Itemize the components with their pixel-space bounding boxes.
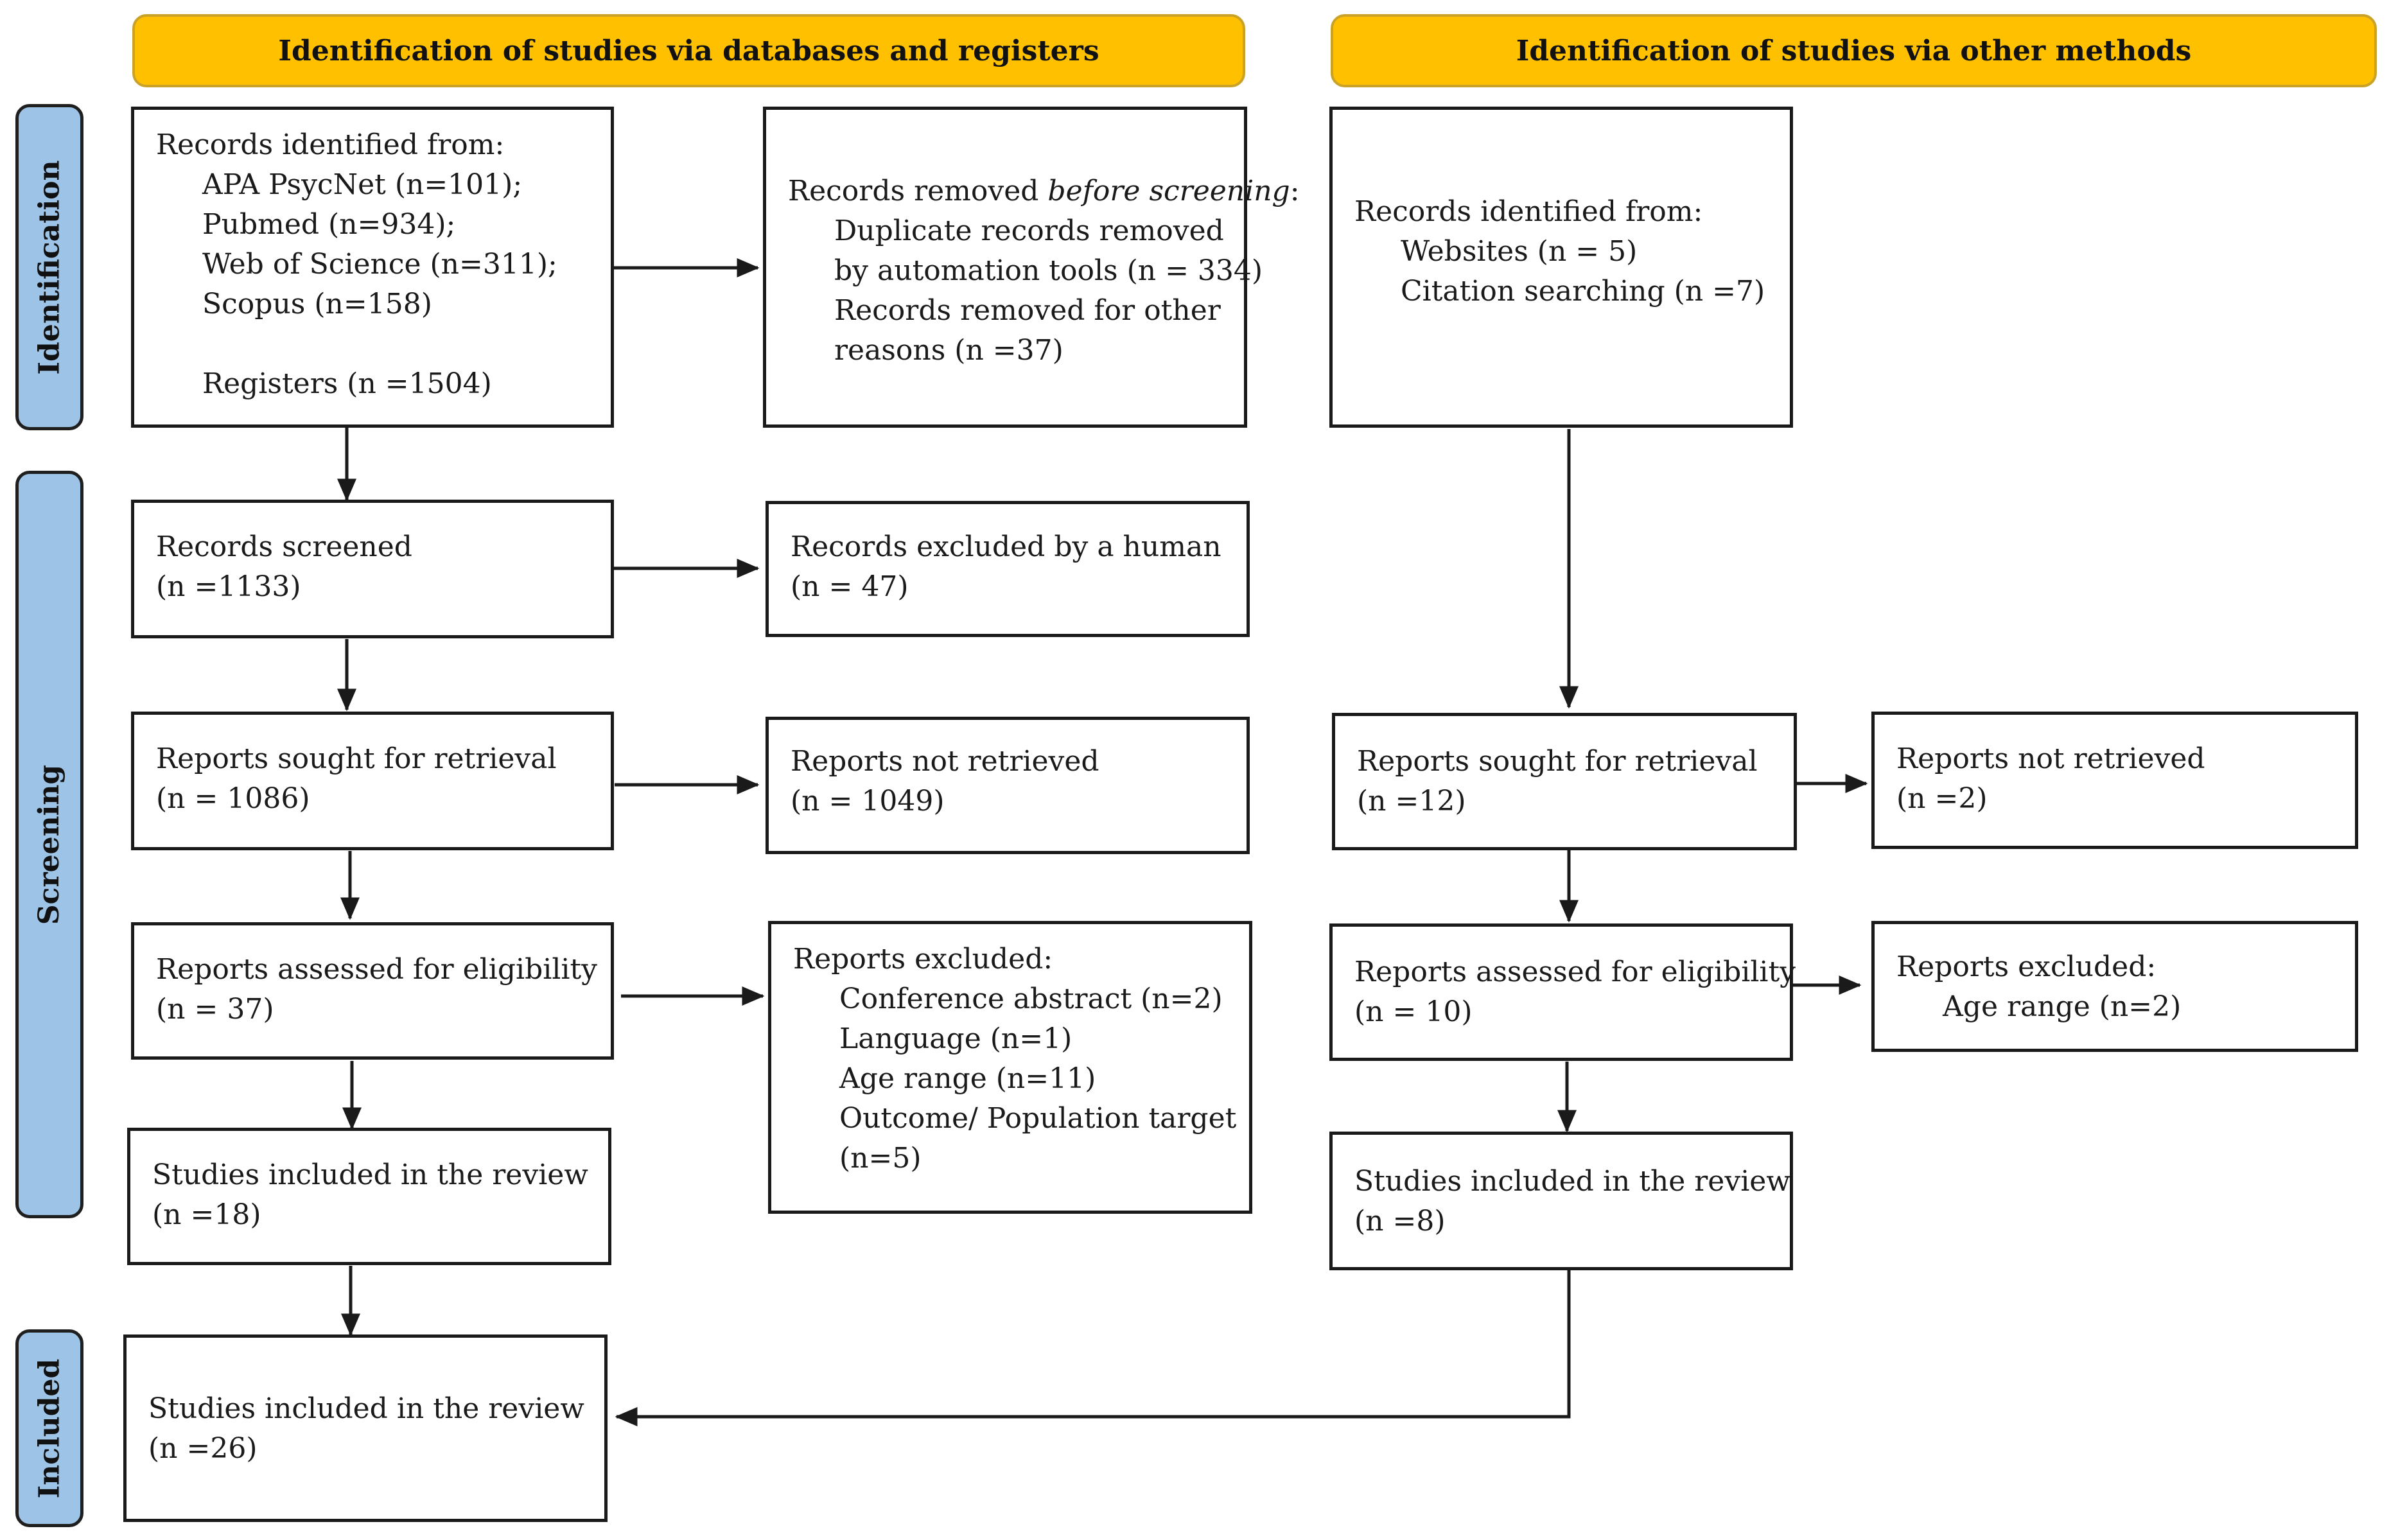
reports-not-retrieved-label: Reports not retrieved — [791, 745, 1099, 778]
other-records-identified-title: Records identified from: — [1354, 195, 1703, 228]
records-removed-box: Records removed before screening: Duplic… — [763, 107, 1300, 428]
other-records-identified-box: Records identified from: Websites (n = 5… — [1329, 107, 1793, 428]
header-databases-text: Identification of studies via databases … — [278, 34, 1099, 67]
phase-included: Included — [15, 1329, 83, 1527]
other-studies-included-label: Studies included in the review — [1354, 1165, 1790, 1198]
phase-screening: Screening — [15, 471, 83, 1218]
reports-assessed-count: (n = 37) — [156, 993, 274, 1026]
records-excluded-box: Records excluded by a human (n = 47) — [766, 501, 1250, 637]
other-reason-age-range: Age range (n=2) — [1943, 990, 2182, 1023]
other-reports-excluded-box: Reports excluded: Age range (n=2) — [1871, 921, 2358, 1052]
other-reports-assessed-label: Reports assessed for eligibility — [1354, 956, 1796, 988]
records-excluded-label: Records excluded by a human — [791, 530, 1221, 563]
records-screened-box: Records screened (n =1133) — [131, 500, 614, 638]
records-identified-box: Records identified from: APA PsycNet (n=… — [131, 107, 614, 428]
other-reports-not-retrieved-count: (n =2) — [1896, 782, 1988, 815]
reports-not-retrieved-count: (n = 1049) — [791, 785, 945, 818]
other-studies-included-count: (n =8) — [1354, 1205, 1446, 1238]
reason-outcome-population: Outcome/ Population target — [839, 1102, 1237, 1135]
other-reports-excluded-title: Reports excluded: — [1896, 950, 2157, 983]
reports-sought-box: Reports sought for retrieval (n = 1086) — [131, 712, 614, 850]
studies-included-count: (n =18) — [152, 1198, 261, 1231]
other-reports-sought-label: Reports sought for retrieval — [1357, 745, 1758, 778]
arrow-other-included-to-total — [615, 1270, 1571, 1426]
reason-conference-abstract: Conference abstract (n=2) — [839, 983, 1223, 1015]
total-included-count: (n =26) — [148, 1432, 258, 1465]
reports-assessed-box: Reports assessed for eligibility (n = 37… — [131, 922, 614, 1060]
source-websites: Websites (n = 5) — [1401, 235, 1638, 268]
phase-identification: Identification — [15, 104, 83, 430]
reports-sought-label: Reports sought for retrieval — [156, 742, 557, 775]
phase-identification-label: Identification — [33, 159, 66, 375]
source-citation-searching: Citation searching (n =7) — [1401, 275, 1765, 308]
header-databases-registers: Identification of studies via databases … — [132, 14, 1245, 87]
registers-count: Registers (n =1504) — [202, 367, 492, 400]
other-reports-sought-count: (n =12) — [1357, 785, 1466, 818]
reports-excluded-title: Reports excluded: — [793, 943, 1053, 976]
source-apa-psycnet: APA PsycNet (n=101); — [202, 168, 523, 201]
removed-line-3: Records removed for other — [834, 294, 1221, 327]
other-studies-included-box: Studies included in the review (n =8) — [1329, 1132, 1793, 1270]
other-reports-not-retrieved-label: Reports not retrieved — [1896, 742, 2205, 775]
phase-included-label: Included — [33, 1358, 66, 1498]
other-reports-sought-box: Reports sought for retrieval (n =12) — [1332, 713, 1797, 850]
reason-language: Language (n=1) — [839, 1022, 1072, 1055]
total-included-box: Studies included in the review (n =26) — [123, 1334, 608, 1522]
source-pubmed: Pubmed (n=934); — [202, 208, 456, 241]
records-excluded-count: (n = 47) — [791, 570, 909, 603]
reports-excluded-box: Reports excluded: Conference abstract (n… — [768, 921, 1252, 1214]
studies-included-label: Studies included in the review — [152, 1159, 588, 1191]
reports-sought-count: (n = 1086) — [156, 782, 310, 815]
other-reports-not-retrieved-box: Reports not retrieved (n =2) — [1871, 712, 2358, 849]
phase-screening-label: Screening — [33, 764, 66, 925]
source-web-of-science: Web of Science (n=311); — [202, 248, 557, 281]
reason-age-range: Age range (n=11) — [839, 1062, 1096, 1095]
other-reports-assessed-box: Reports assessed for eligibility (n = 10… — [1329, 923, 1796, 1061]
reason-outcome-count: (n=5) — [839, 1142, 922, 1175]
header-other-methods: Identification of studies via other meth… — [1331, 14, 2377, 87]
reports-assessed-label: Reports assessed for eligibility — [156, 953, 598, 986]
records-screened-label: Records screened — [156, 530, 412, 563]
header-other-text: Identification of studies via other meth… — [1516, 34, 2192, 67]
removed-line-4: reasons (n =37) — [834, 334, 1063, 367]
studies-included-box: Studies included in the review (n =18) — [127, 1128, 611, 1265]
records-removed-title: Records removed before screening: — [788, 175, 1300, 207]
total-included-label: Studies included in the review — [148, 1392, 584, 1425]
records-identified-title: Records identified from: — [156, 128, 505, 161]
other-reports-assessed-count: (n = 10) — [1354, 995, 1473, 1028]
source-scopus: Scopus (n=158) — [202, 288, 432, 320]
removed-line-2: by automation tools (n = 334) — [834, 254, 1263, 287]
records-screened-count: (n =1133) — [156, 570, 301, 603]
removed-line-1: Duplicate records removed — [834, 214, 1224, 247]
reports-not-retrieved-box: Reports not retrieved (n = 1049) — [766, 717, 1250, 854]
